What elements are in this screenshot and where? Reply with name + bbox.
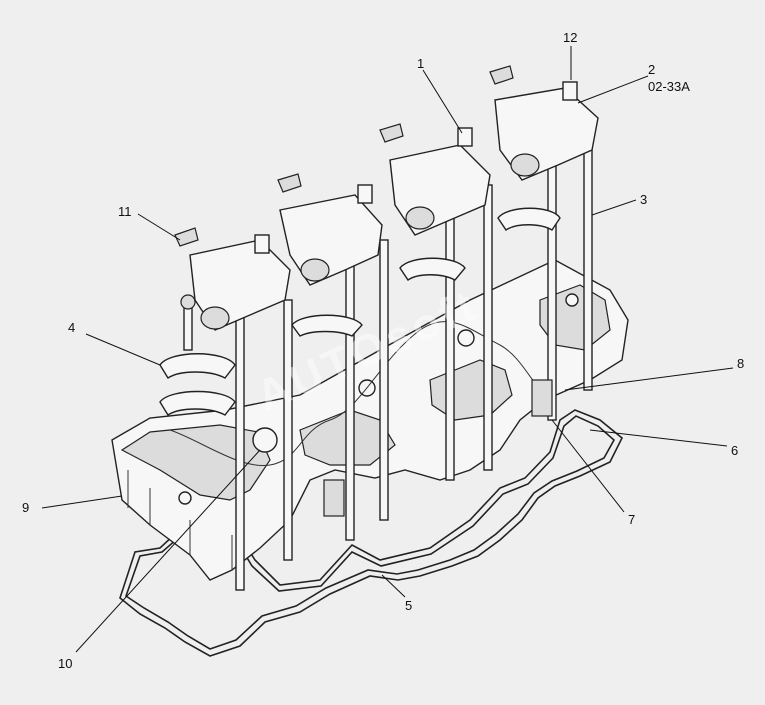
rocker-arm-assemblies — [189, 81, 599, 331]
rocker-bridges — [159, 207, 561, 416]
injector-clips — [174, 65, 514, 247]
callout-11: 11 — [118, 204, 132, 219]
wire-harness — [169, 321, 546, 467]
callout-8: 8 — [737, 356, 744, 371]
callout-7: 7 — [628, 512, 635, 527]
callout-labels: 1 2 02-33A 3 4 5 6 7 8 9 10 11 12 — [22, 30, 744, 671]
callout-2: 2 — [648, 62, 655, 77]
callout-10: 10 — [58, 656, 72, 671]
sensor-fittings — [323, 379, 553, 517]
callout-2-ref: 02-33A — [648, 79, 690, 94]
callout-3: 3 — [640, 192, 647, 207]
callout-6: 6 — [731, 443, 738, 458]
gasket-outline — [119, 409, 624, 657]
callout-5: 5 — [405, 598, 412, 613]
callout-9: 9 — [22, 500, 29, 515]
leader-lines — [41, 46, 734, 653]
callout-1: 1 — [417, 56, 424, 71]
callout-4: 4 — [68, 320, 75, 335]
callout-12: 12 — [563, 30, 577, 45]
seal-ring — [252, 427, 278, 453]
